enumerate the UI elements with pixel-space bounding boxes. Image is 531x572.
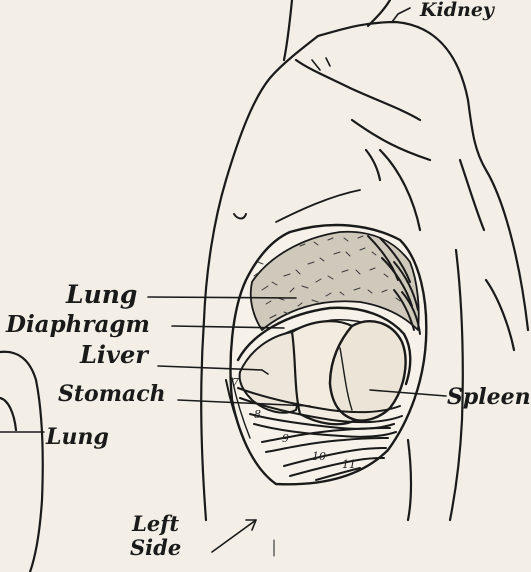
label-lung: Lung: [66, 282, 137, 307]
label-stomach: Stomach: [58, 383, 166, 405]
label-diaphragm: Diaphragm: [6, 313, 150, 336]
label-left-side-line1: Left: [130, 512, 181, 536]
label-left-side-line2: Side: [130, 536, 181, 560]
rib-number-11: 11: [342, 458, 356, 471]
left-figure-outline: [0, 352, 43, 572]
rib-number-10: 10: [312, 450, 326, 463]
label-kidney: Kidney: [420, 1, 494, 20]
label-liver: Liver: [80, 343, 148, 367]
rib-number-8: 8: [254, 408, 261, 421]
label-lung-left-figure: Lung: [46, 426, 109, 448]
label-spleen: Spleen: [447, 386, 531, 408]
rib-number-7: 7: [232, 376, 239, 389]
label-left-side: Left Side: [130, 512, 181, 560]
rib-number-9: 9: [282, 432, 289, 445]
